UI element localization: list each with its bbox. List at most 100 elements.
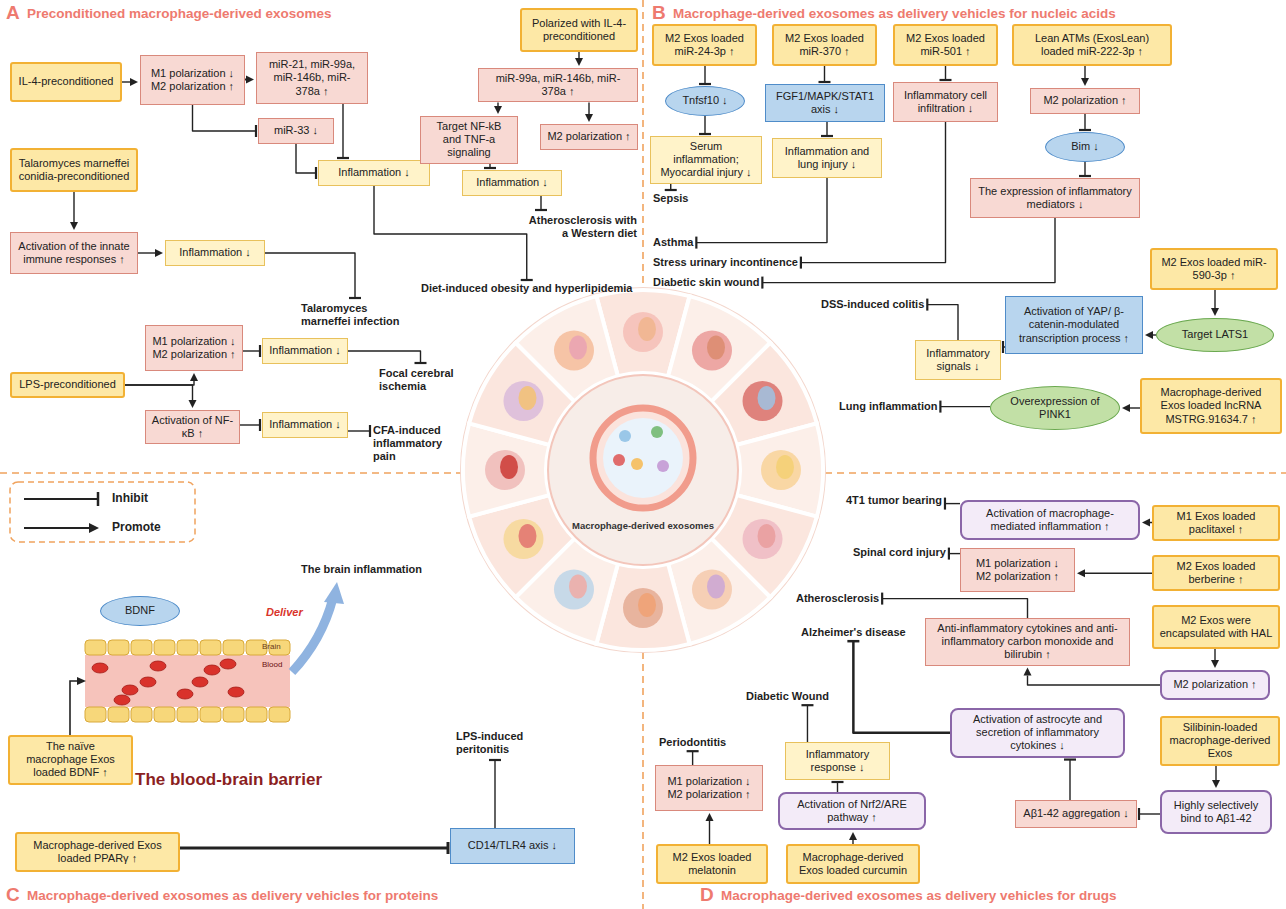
node-text: Bim ↓ <box>1062 140 1108 153</box>
exosome-source-box: LPS-preconditioned <box>10 372 125 398</box>
panel-title: Macrophage-derived exosomes as delivery … <box>27 888 438 904</box>
connector-line <box>73 192 74 222</box>
inflammation-box: Inflammation ↓ <box>462 170 562 196</box>
exosome-cargo <box>657 460 669 472</box>
connector-line <box>578 52 579 58</box>
red-blood-cell <box>177 689 193 699</box>
node-text: M2 polarization ↑ <box>1036 94 1134 107</box>
inflammation-box: Inflammation and lung injury ↓ <box>772 138 882 178</box>
endothelial-cell <box>177 707 198 722</box>
connector-line <box>824 66 825 82</box>
inhibit-connector <box>940 401 990 413</box>
blood-brain-barrier <box>85 640 290 722</box>
panel-title: A <box>6 2 20 25</box>
inhibit-connector <box>1139 808 1160 820</box>
node-text: LPS-preconditioned <box>17 378 118 391</box>
node-text: M2 polarization ↑ <box>546 130 632 143</box>
connector-line <box>940 406 990 407</box>
organ-icon-detail <box>707 575 725 599</box>
organ-icon <box>503 519 543 559</box>
node-text: Polarized with IL-4-preconditioned <box>527 17 631 43</box>
promote-sample <box>24 527 90 529</box>
effect-box: Target NF-kB and TNF-a signaling <box>420 116 518 164</box>
inflammation-box: Serum inflammation; Myocardial injury ↓ <box>650 136 762 184</box>
connector-line <box>243 350 260 351</box>
inhibit-connector <box>1064 760 1076 800</box>
disease-text: 4T1 tumor bearing <box>846 494 942 507</box>
node-text: Inflammatory response ↓ <box>791 748 884 774</box>
node-text: Macrophage-derived Exos loaded lncRNA MS… <box>1147 386 1275 426</box>
promote-connector <box>849 832 857 844</box>
node-text: M2 Exos loaded miR-370 ↑ <box>779 32 870 58</box>
promote-connector <box>125 385 197 408</box>
connector-line <box>1084 114 1085 130</box>
connector-line <box>1214 290 1215 308</box>
arrow-head <box>1211 308 1219 316</box>
divider <box>642 652 644 909</box>
panel-title: D <box>700 884 714 907</box>
disease-label: Alzheimer's disease <box>800 626 907 639</box>
connector-line <box>1084 66 1085 78</box>
inhibit-connector <box>243 345 260 357</box>
effect-box: Activation of NF-κB ↑ <box>145 410 240 444</box>
connector-line <box>1130 407 1140 408</box>
arrow-head <box>130 78 138 86</box>
node-text: miR-21, miR-99a, miR-146b, miR-378a ↑ <box>262 58 362 98</box>
inhibit-connector <box>687 751 699 765</box>
inhibit-connector <box>927 299 958 340</box>
organ-icon-detail <box>638 317 656 341</box>
inflammation-box: Inflammation ↓ <box>318 160 430 186</box>
exosome-source-box: M1 Exos loaded paclitaxel ↑ <box>1152 505 1280 541</box>
node-text: Activation of Nrf2/ARE pathway ↑ <box>785 798 919 824</box>
disease-text: Sepsis <box>653 192 688 205</box>
promote-connector <box>585 102 593 122</box>
node-text: M2 polarization ↑ <box>151 348 237 361</box>
inhibit-connector <box>296 144 316 179</box>
node-text: M2 polarization ↑ <box>146 80 239 93</box>
inner-circle <box>548 375 738 565</box>
connector-line <box>949 553 960 554</box>
red-blood-cell <box>92 663 108 673</box>
connector-line <box>193 105 257 131</box>
exosome-source-box: IL-4-preconditioned <box>10 62 122 102</box>
red-blood-cell <box>228 687 244 697</box>
legend-box <box>10 482 195 542</box>
exosome-lumen <box>603 418 683 498</box>
ring-outline <box>461 288 825 652</box>
connector-line <box>704 66 705 84</box>
arrow-head <box>1077 569 1085 577</box>
disease-text: LPS-induced peritonitis <box>456 730 534 756</box>
organ-icon <box>743 519 783 559</box>
disease-text: Alzheimer's disease <box>801 626 906 639</box>
node-text: Activation of the innate immune response… <box>16 240 132 266</box>
node-text: M1 polarization ↓ <box>151 335 237 348</box>
red-blood-cell <box>122 685 138 695</box>
node-text: Inflammatory signals ↓ <box>921 347 995 373</box>
inflammation-box: Inflammation ↓ <box>262 338 348 364</box>
node-text: Activation of astrocyte and secretion of… <box>957 713 1118 753</box>
disease-label: Stress urinary incontinence <box>652 256 799 269</box>
effect-box: Aβ1-42 aggregation ↓ <box>1015 800 1137 828</box>
node-text: BDNF <box>117 604 163 617</box>
node-text: M2 Exos loaded miR-590-3p ↑ <box>1157 256 1271 282</box>
endothelial-cell <box>223 707 244 722</box>
disease-text: Atherosclerosis with a Western diet <box>521 214 637 240</box>
organ-icon-detail <box>569 335 587 359</box>
connector-line <box>240 424 260 425</box>
red-blood-cell <box>114 695 130 705</box>
exosome-source-box: Silibinin-loaded macrophage-derived Exos <box>1160 716 1280 766</box>
node-text: M1 polarization ↓ <box>661 775 757 788</box>
connector-line <box>265 253 355 298</box>
pathway-box: Activation of YAP/ β-catenin-modulated t… <box>1005 296 1143 354</box>
figure-label: Macrophage-derived exosomes <box>568 520 718 531</box>
node-text: Activation of NF-κB ↑ <box>151 414 234 440</box>
disease-text: Lung inflammation <box>839 400 937 413</box>
exosome-source-box: M2 Exos loaded miR-590-3p ↑ <box>1150 248 1278 290</box>
inhibit-connector <box>832 782 844 792</box>
connector-line <box>826 122 827 136</box>
promote-connector <box>575 52 583 66</box>
promote-connector <box>494 102 502 114</box>
endothelial-cell <box>154 707 175 722</box>
connector-line <box>762 218 1055 283</box>
node-text: M2 polarization ↑ <box>1167 678 1263 691</box>
